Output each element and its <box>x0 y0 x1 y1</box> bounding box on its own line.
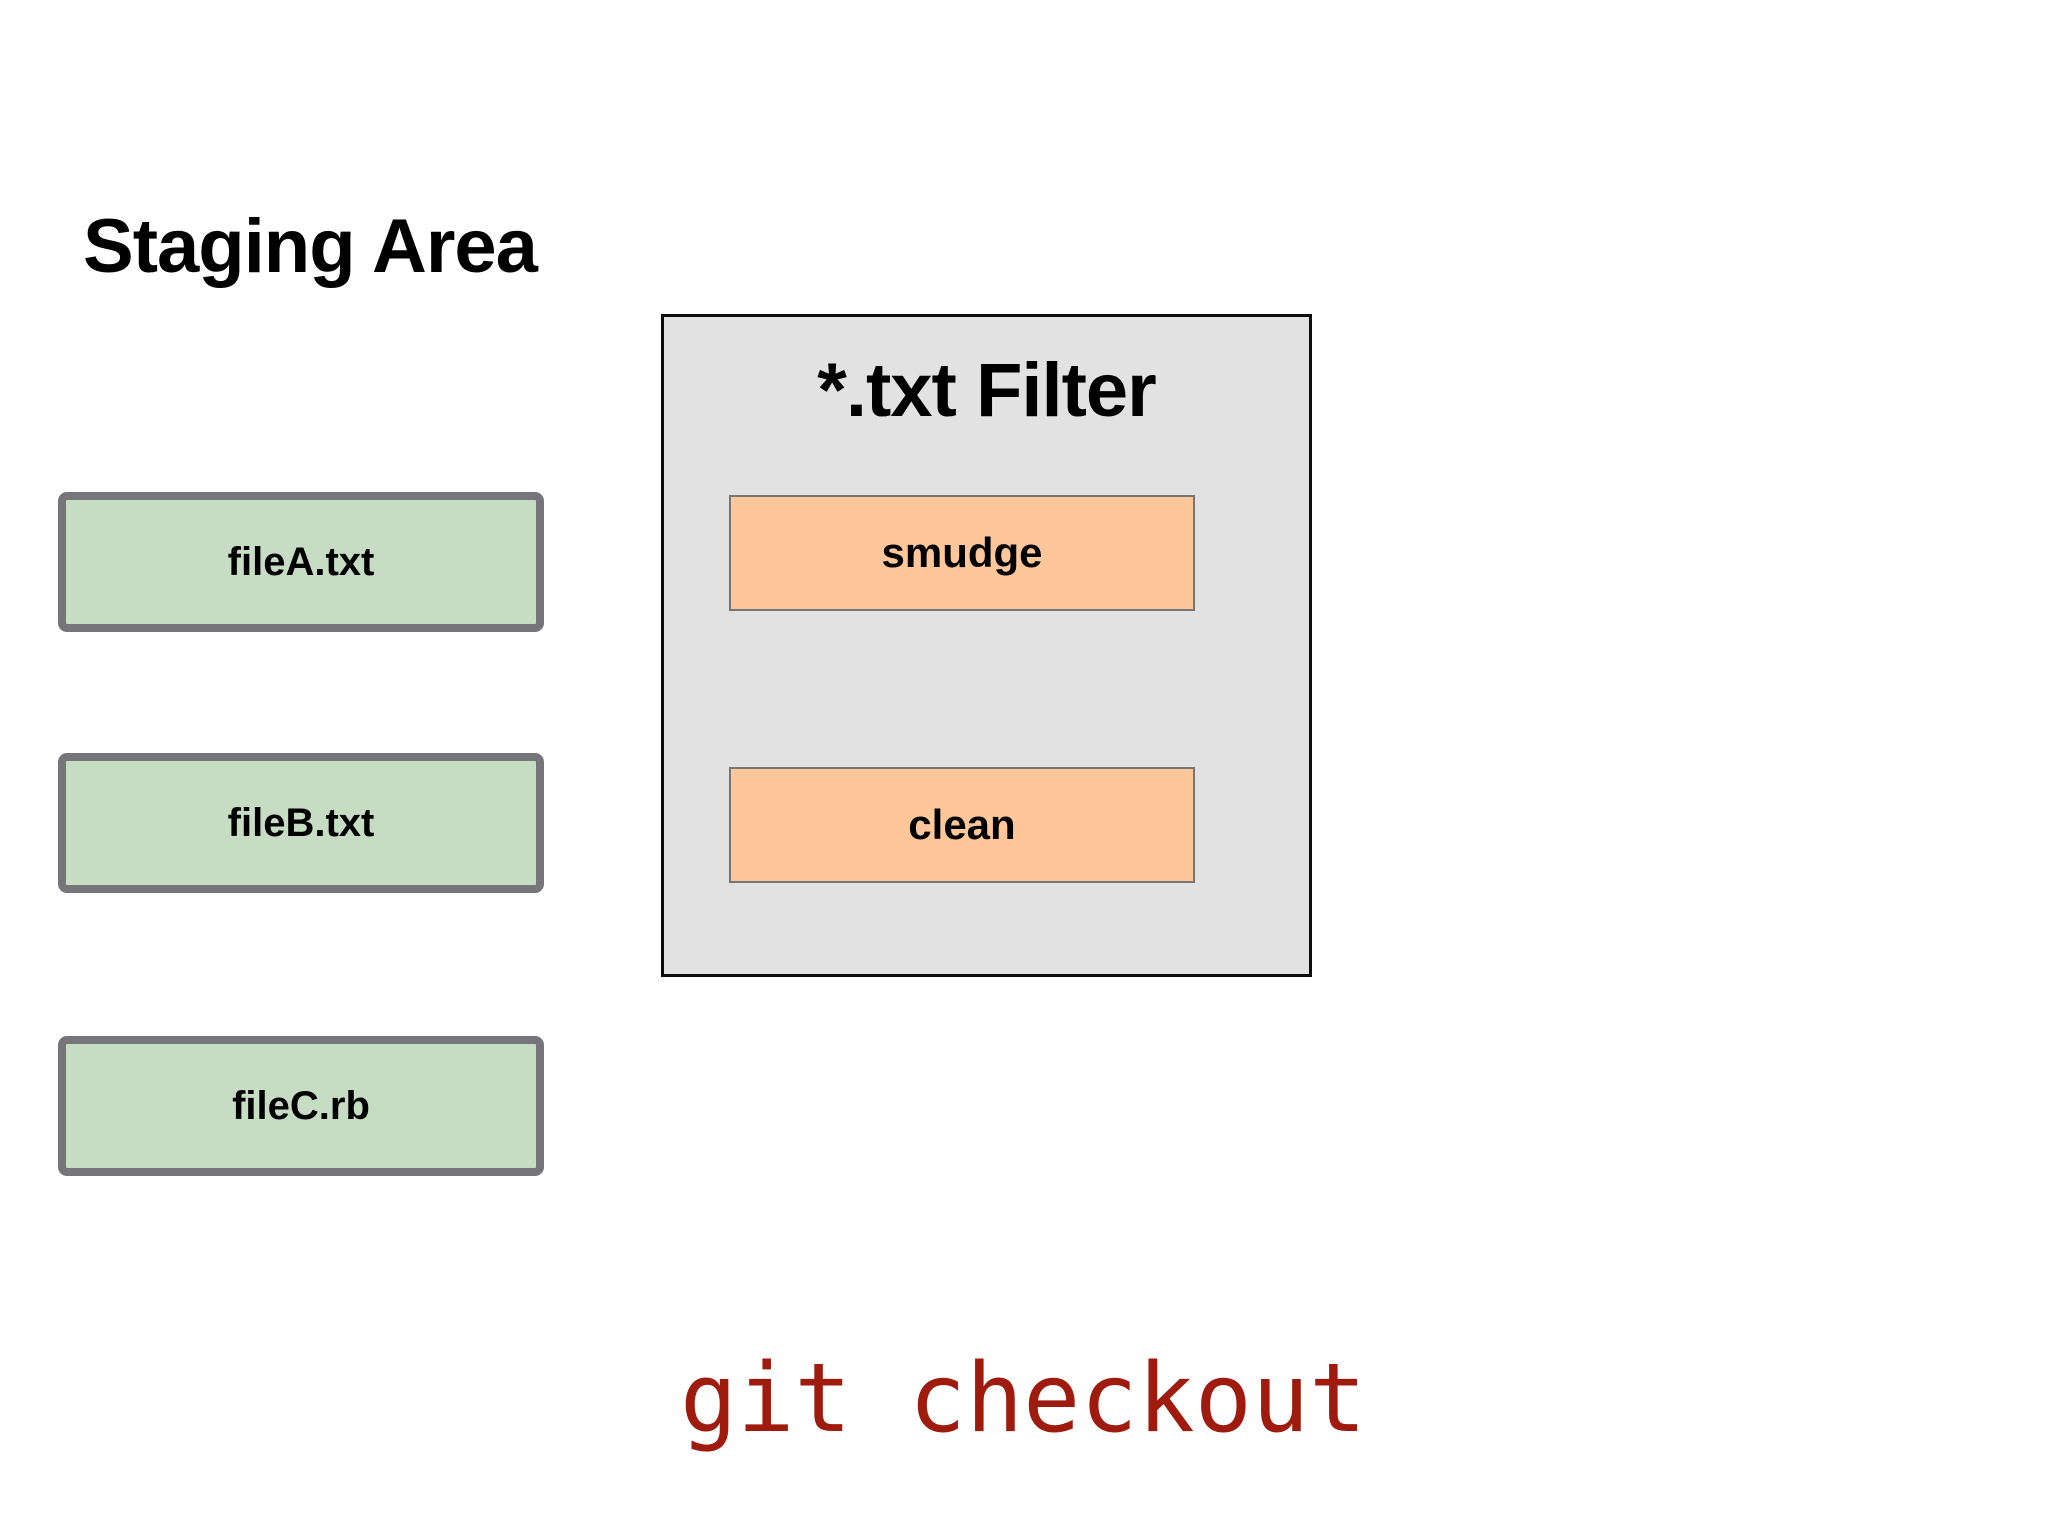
txt-filter-title: *.txt Filter <box>817 348 1157 433</box>
txt-filter-panel: *.txt Filter smudge clean <box>661 314 1312 977</box>
git-checkout-command-text: git checkout <box>680 1344 1367 1454</box>
file-box-fileA: fileA.txt <box>58 492 544 632</box>
smudge-box: smudge <box>729 495 1195 611</box>
file-box-fileC: fileC.rb <box>58 1036 544 1176</box>
clean-label: clean <box>908 801 1016 848</box>
clean-box: clean <box>729 767 1195 883</box>
file-label-fileA: fileA.txt <box>227 539 375 584</box>
file-box-fileB: fileB.txt <box>58 753 544 893</box>
file-label-fileC: fileC.rb <box>232 1083 370 1128</box>
staging-area-title: Staging Area <box>83 204 538 289</box>
file-label-fileB: fileB.txt <box>227 800 375 845</box>
smudge-label: smudge <box>881 529 1043 576</box>
